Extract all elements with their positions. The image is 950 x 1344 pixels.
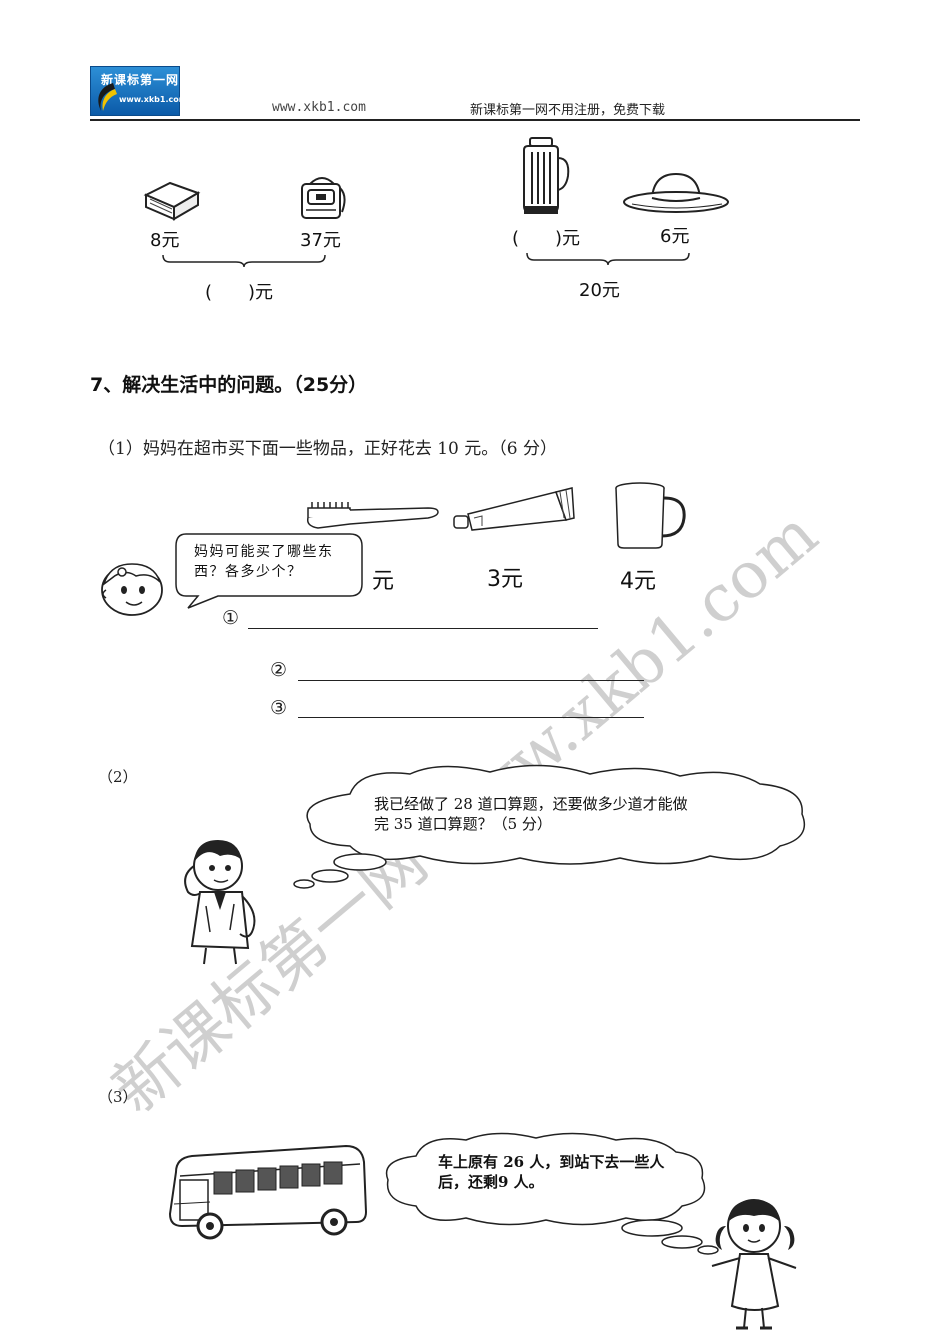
site-logo[interactable]: 新课标第一网 www.xkb1.com xyxy=(90,66,187,116)
logo-title: 新课标第一网 xyxy=(101,73,180,87)
answer-line-1[interactable] xyxy=(248,628,598,629)
q3-thought-text: 车上原有 26 人，到站下去一些人后，还剩9 人。 xyxy=(438,1153,665,1191)
section-7-title: 7、解决生活中的问题。（25分） xyxy=(90,374,368,396)
mug-icon xyxy=(615,482,686,549)
girl-face-icon xyxy=(101,563,163,616)
book-icon xyxy=(143,181,201,221)
speech-bubble xyxy=(175,533,363,609)
left-brace xyxy=(162,254,326,268)
book-price: 8元 xyxy=(150,230,180,251)
right-brace xyxy=(526,252,690,266)
q2-label: （2） xyxy=(98,768,138,786)
header-note: 新课标第一网不用注册，免费下载 xyxy=(470,103,666,118)
toothbrush-icon xyxy=(306,502,439,529)
backpack-icon xyxy=(301,177,346,219)
answer-marker-2: ② xyxy=(270,659,288,681)
answer-line-3[interactable] xyxy=(298,717,644,718)
girl-standing-icon xyxy=(711,1199,797,1330)
logo-swoosh-icon xyxy=(98,83,117,111)
mug-price: 4元 xyxy=(620,569,656,594)
header-url[interactable]: www.xkb1.com xyxy=(272,100,366,115)
toothpaste-price: 3元 xyxy=(487,567,523,592)
answer-line-2[interactable] xyxy=(298,680,644,681)
q3-label: （3） xyxy=(98,1088,138,1106)
q1-text: （1）妈妈在超市买下面一些物品，正好花去 10 元。（6 分） xyxy=(98,439,557,459)
left-total: ( )元 xyxy=(205,282,274,303)
q2-thought-text: 我已经做了 28 道口算题，还要做多少道才能做完 35 道口算题？（5 分） xyxy=(374,795,688,833)
hat-price: 6元 xyxy=(660,226,690,247)
toothbrush-price: 元 xyxy=(372,569,395,594)
boy-thinking-icon xyxy=(184,840,256,965)
thermos-icon xyxy=(523,137,570,214)
thought-cloud-q3 xyxy=(385,1132,719,1255)
thought-cloud-q2 xyxy=(293,764,806,889)
hat-icon xyxy=(623,172,729,213)
speech-text: 妈妈可能买了哪些东西？各多少个？ xyxy=(194,544,334,580)
logo-url: www.xkb1.com xyxy=(119,95,188,104)
answer-marker-1: ① xyxy=(222,607,240,629)
thermos-price: ( )元 xyxy=(512,228,581,249)
right-total: 20元 xyxy=(579,280,620,301)
backpack-price: 37元 xyxy=(300,230,341,251)
toothpaste-icon xyxy=(453,487,575,531)
bus-icon xyxy=(168,1144,368,1240)
answer-marker-3: ③ xyxy=(270,697,288,719)
header-rule xyxy=(90,119,860,121)
